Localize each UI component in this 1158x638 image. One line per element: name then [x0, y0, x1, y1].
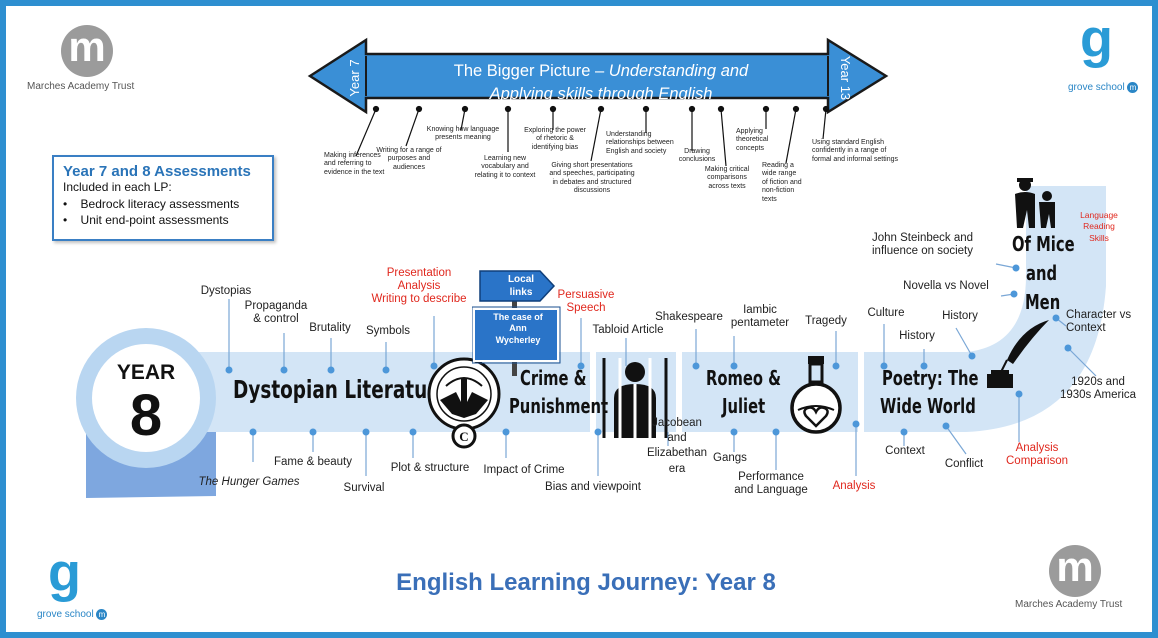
grove-top-badge: m [1127, 82, 1138, 93]
topic-iambic-1: Iambic [743, 304, 777, 316]
topic-brutality: Brutality [300, 322, 360, 335]
topic-jacobean-4: era [669, 463, 686, 475]
topic-shakespeare: Shakespeare [651, 311, 727, 324]
topic-twenties-1: 1920s and [1071, 376, 1125, 388]
topic-culture: Culture [860, 307, 912, 320]
topic-plot: Plot & structure [382, 462, 478, 475]
topic-steinbeck-2: influence on society [872, 245, 973, 257]
topic-steinbeck-1: John Steinbeck and [872, 232, 973, 244]
topic-character-1: Character vs [1066, 309, 1131, 321]
topic-symbols: Symbols [358, 325, 418, 338]
topic-novella: Novella vs Novel [896, 280, 996, 293]
marches-logo-bottom-letter: m [1049, 543, 1101, 591]
topic-propaganda-1: Propaganda [245, 300, 308, 312]
topic-language-2: Reading [1083, 221, 1115, 231]
topic-twenties-2: 1930s America [1060, 389, 1136, 401]
topic-persuasive-1: Persuasive [558, 289, 615, 301]
topic-conflict: Conflict [936, 458, 992, 471]
topic-bias: Bias and viewpoint [538, 481, 648, 494]
topic-language-3: Skills [1089, 233, 1109, 243]
topic-iambic-2: pentameter [731, 317, 789, 329]
topic-presentation-1: Presentation [387, 267, 452, 279]
topic-propaganda-2: & control [253, 313, 298, 325]
grove-logo-bottom-name: grove school m [37, 609, 107, 620]
marches-logo-bottom-name: Marches Academy Trust [1015, 599, 1122, 610]
topic-tragedy: Tragedy [798, 315, 854, 328]
grove-bottom-name-text: grove school [37, 609, 94, 620]
topic-tabloid: Tabloid Article [588, 324, 668, 337]
topic-gangs: Gangs [706, 452, 754, 465]
topic-history-1: History [892, 330, 942, 343]
topic-persuasive-2: Speech [566, 302, 605, 314]
topic-performance-1: Performance [738, 471, 804, 483]
topic-presentation-3: Writing to describe [371, 293, 466, 305]
topic-jacobean-2: and [667, 432, 686, 444]
grove-logo-bottom-icon: g [48, 546, 81, 600]
topic-presentation-2: Analysis [398, 280, 441, 292]
grove-logo-top-icon: g [1080, 12, 1113, 66]
topic-history-2: History [934, 310, 986, 323]
topic-language-1: Language [1080, 210, 1118, 220]
topic-hunger-games: The Hunger Games [194, 476, 304, 489]
topic-context: Context [878, 445, 932, 458]
topic-dystopias: Dystopias [196, 285, 256, 298]
topic-fame: Fame & beauty [268, 456, 358, 469]
marches-logo-top-letter: m [61, 23, 113, 71]
grove-top-name-text: grove school [1068, 82, 1125, 93]
topic-jacobean-3: Elizabethan [647, 447, 707, 459]
grove-logo-top-name: grove school m [1068, 82, 1138, 93]
topic-jacobean-1: Jacobean [652, 417, 702, 429]
footer-title: English Learning Journey: Year 8 [306, 569, 866, 597]
grove-bottom-badge: m [96, 609, 107, 620]
topic-character-2: Context [1066, 322, 1106, 334]
marches-logo-top-name: Marches Academy Trust [27, 81, 134, 92]
topic-analysis-comp-1: Analysis [1016, 442, 1059, 454]
topic-analysis: Analysis [826, 480, 882, 493]
topic-survival: Survival [334, 482, 394, 495]
topic-performance-2: and Language [734, 484, 808, 496]
topic-analysis-comp-2: Comparison [1006, 455, 1068, 467]
topic-impact: Impact of Crime [476, 464, 572, 477]
